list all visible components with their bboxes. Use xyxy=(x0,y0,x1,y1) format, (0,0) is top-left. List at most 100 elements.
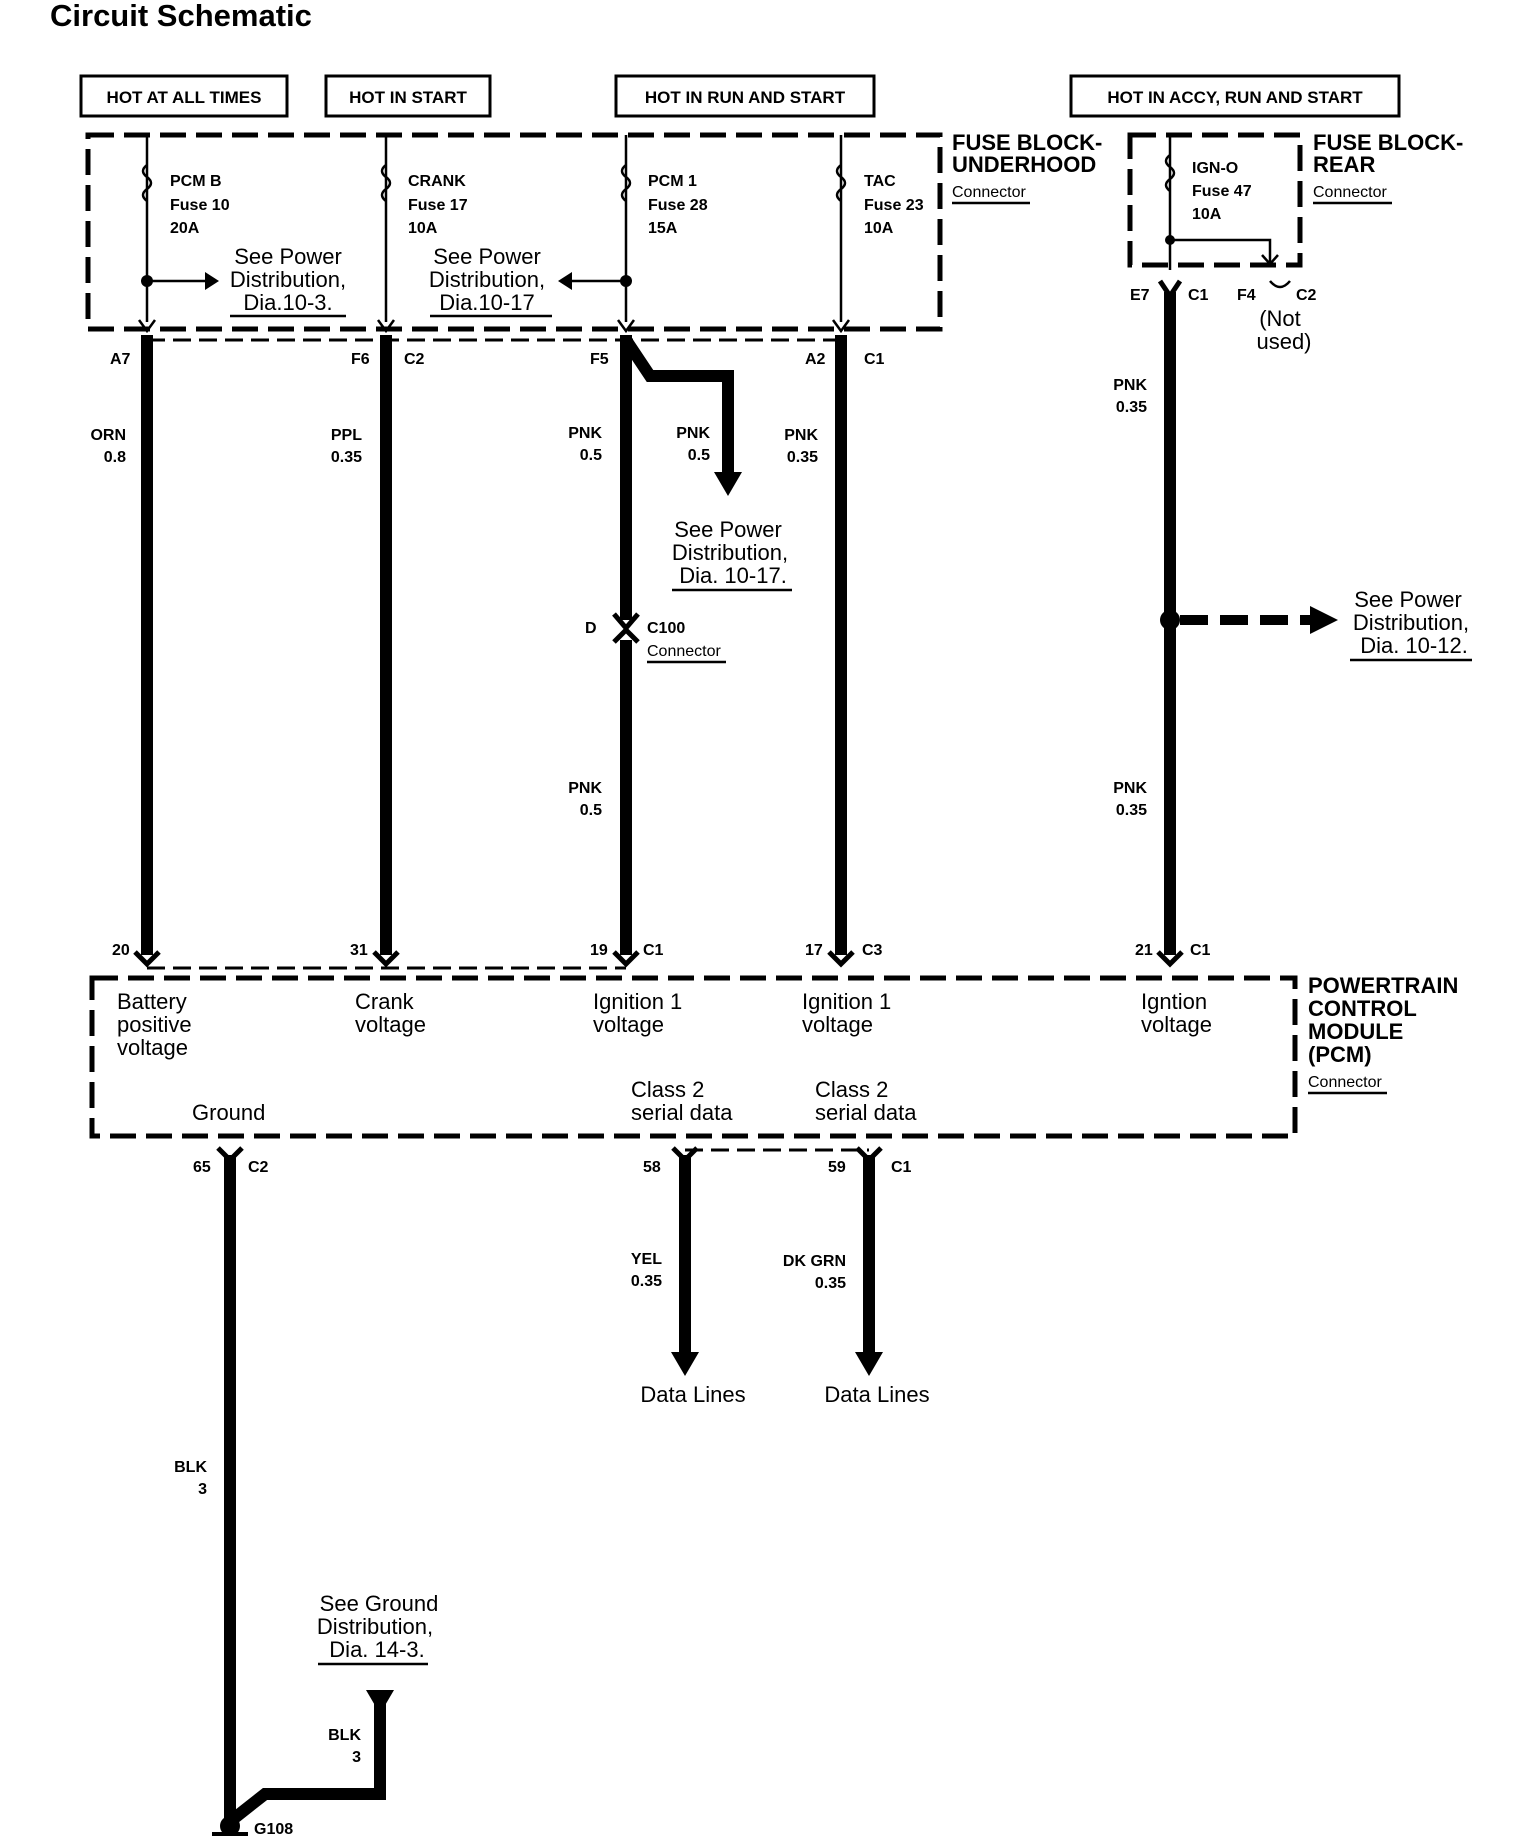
svg-text:See Ground: See Ground xyxy=(320,1591,439,1616)
pin-59: 59 xyxy=(828,1159,846,1176)
svg-text:MODULE: MODULE xyxy=(1308,1019,1403,1044)
svg-text:PNK: PNK xyxy=(568,425,602,442)
pcm-label-ground: Ground xyxy=(192,1100,265,1125)
pin-65: 65 xyxy=(193,1159,211,1176)
svg-text:Connector: Connector xyxy=(1308,1074,1382,1091)
svg-text:10A: 10A xyxy=(1192,206,1222,223)
pin-d: D xyxy=(585,620,597,637)
svg-text:Distribution,: Distribution, xyxy=(230,267,346,292)
svg-text:Distribution,: Distribution, xyxy=(317,1614,433,1639)
svg-text:Dia. 14-3.: Dia. 14-3. xyxy=(329,1637,424,1662)
svg-text:Dia.10-17: Dia.10-17 xyxy=(439,290,534,315)
svg-text:HOT IN RUN AND START: HOT IN RUN AND START xyxy=(645,88,846,107)
svg-text:Fuse 23: Fuse 23 xyxy=(864,197,924,214)
svg-text:Fuse 47: Fuse 47 xyxy=(1192,183,1252,200)
fuse-block-underhood-title-1: FUSE BLOCK- xyxy=(952,130,1102,155)
pin-c1-rear: C1 xyxy=(1188,287,1209,304)
pin-e7: E7 xyxy=(1130,287,1150,304)
svg-text:HOT IN ACCY, RUN AND START: HOT IN ACCY, RUN AND START xyxy=(1107,88,1363,107)
svg-text:See Power: See Power xyxy=(674,517,782,542)
fuse-tac: TAC Fuse 23 10A xyxy=(835,135,924,322)
fuse-pcm-1: PCM 1 Fuse 28 15A xyxy=(620,135,708,322)
pin-19: 19 xyxy=(590,942,608,959)
wire-pnk-branch xyxy=(621,336,734,475)
svg-text:0.35: 0.35 xyxy=(1116,399,1147,416)
svg-text:Class 2: Class 2 xyxy=(631,1077,704,1102)
svg-text:HOT IN START: HOT IN START xyxy=(349,88,467,107)
svg-text:Fuse 10: Fuse 10 xyxy=(170,197,230,214)
pin-17: 17 xyxy=(805,942,823,959)
svg-text:Ignition 1: Ignition 1 xyxy=(593,989,682,1014)
pcm-label-class2-a: Class 2 serial data xyxy=(631,1077,733,1125)
connector-c100: C100 xyxy=(647,620,685,637)
wire-label-yel: YEL 0.35 xyxy=(631,1251,662,1290)
wire-label-blk-main: BLK 3 xyxy=(174,1459,207,1498)
pin-c2-rear: C2 xyxy=(1296,287,1317,304)
header-hot-run-start: HOT IN RUN AND START xyxy=(614,74,876,118)
wire-label-blk-branch: BLK 3 xyxy=(328,1727,361,1766)
fuse-block-rear-outline xyxy=(1127,132,1303,268)
pin-31: 31 xyxy=(350,942,368,959)
svg-text:Crank: Crank xyxy=(355,989,415,1014)
fuse-block-underhood-title-2: UNDERHOOD xyxy=(952,152,1096,177)
svg-text:IGN-O: IGN-O xyxy=(1192,160,1238,177)
svg-text:CONTROL: CONTROL xyxy=(1308,996,1417,1021)
pin-c2-bottom: C2 xyxy=(248,1159,269,1176)
svg-text:10A: 10A xyxy=(408,220,438,237)
svg-text:Distribution,: Distribution, xyxy=(429,267,545,292)
svg-text:3: 3 xyxy=(352,1749,361,1766)
pcm-label-ignition: Igntion voltage xyxy=(1141,989,1212,1037)
svg-text:PNK: PNK xyxy=(676,425,710,442)
svg-text:YEL: YEL xyxy=(631,1251,662,1268)
svg-text:(PCM): (PCM) xyxy=(1308,1042,1372,1067)
svg-text:Dia. 10-12.: Dia. 10-12. xyxy=(1360,633,1468,658)
svg-text:used): used) xyxy=(1256,329,1311,354)
data-lines-a: Data Lines xyxy=(640,1382,745,1407)
wire-label-ppl: PPL 0.35 xyxy=(331,427,362,466)
ref-power-10-12: See Power Distribution, Dia. 10-12. xyxy=(1350,587,1472,662)
pin-f6: F6 xyxy=(351,351,370,368)
svg-text:10A: 10A xyxy=(864,220,894,237)
pcm-label-battery: Battery positive voltage xyxy=(117,989,192,1060)
pcm-outline xyxy=(89,975,1298,1139)
pin-a7: A7 xyxy=(110,351,131,368)
svg-text:ORN: ORN xyxy=(90,427,126,444)
wire-label-pnk-rear-low: PNK 0.35 xyxy=(1113,780,1147,819)
svg-text:voltage: voltage xyxy=(593,1012,664,1037)
pin-f5: F5 xyxy=(590,351,609,368)
svg-text:0.35: 0.35 xyxy=(331,449,362,466)
svg-text:0.35: 0.35 xyxy=(787,449,818,466)
svg-text:voltage: voltage xyxy=(1141,1012,1212,1037)
fuse-block-rear-connector: Connector xyxy=(1313,184,1387,201)
svg-text:0.35: 0.35 xyxy=(815,1275,846,1292)
fuse-crank: CRANK Fuse 17 10A xyxy=(380,135,468,322)
svg-text:PCM B: PCM B xyxy=(170,173,222,190)
svg-text:DK GRN: DK GRN xyxy=(783,1253,846,1270)
wire-label-pnk-rear-top: PNK 0.35 xyxy=(1113,377,1147,416)
header-hot-all-times: HOT AT ALL TIMES xyxy=(79,74,289,118)
pcm-label-ignition-1-b: Ignition 1 voltage xyxy=(802,989,891,1037)
fuse-block-rear-title-2: REAR xyxy=(1313,152,1375,177)
wire-label-orn: ORN 0.8 xyxy=(90,427,126,466)
svg-text:0.8: 0.8 xyxy=(104,449,126,466)
pin-21: 21 xyxy=(1135,942,1153,959)
wire-blk-branch xyxy=(228,1700,386,1825)
wire-label-pnk-branch: PNK 0.5 xyxy=(676,425,710,464)
pcm-label-ignition-1-a: Ignition 1 voltage xyxy=(593,989,682,1037)
svg-text:PPL: PPL xyxy=(331,427,362,444)
wire-label-pnk-tac: PNK 0.35 xyxy=(784,427,818,466)
svg-text:CRANK: CRANK xyxy=(408,173,466,190)
svg-text:See Power: See Power xyxy=(433,244,541,269)
svg-text:Battery: Battery xyxy=(117,989,187,1014)
svg-text:0.5: 0.5 xyxy=(580,447,602,464)
pin-c1-top: C1 xyxy=(864,351,885,368)
svg-text:Fuse 17: Fuse 17 xyxy=(408,197,468,214)
connector-c100-label: Connector xyxy=(647,643,721,660)
svg-text:0.35: 0.35 xyxy=(1116,802,1147,819)
ref-power-10-3: See Power Distribution, Dia.10-3. xyxy=(230,244,346,318)
svg-text:voltage: voltage xyxy=(355,1012,426,1037)
svg-text:serial data: serial data xyxy=(815,1100,917,1125)
pin-a2: A2 xyxy=(805,351,826,368)
ground-g108: G108 xyxy=(254,1821,293,1838)
